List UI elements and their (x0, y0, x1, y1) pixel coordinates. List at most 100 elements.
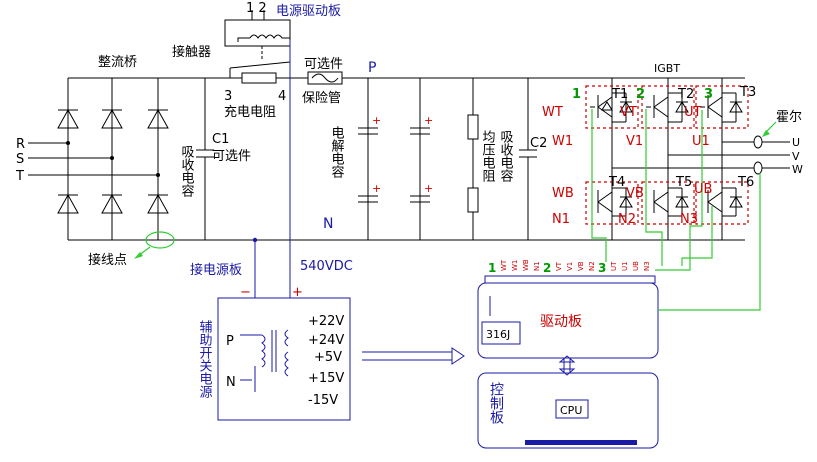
pin4-label: 4 (278, 89, 286, 104)
chip-label: 316J (486, 328, 510, 341)
vt-label: VT (620, 105, 637, 120)
hall-label: 霍尔 (776, 110, 802, 125)
svg-text:+: + (424, 114, 433, 127)
t-label: T (15, 169, 24, 184)
connector-pin-8: VB (577, 261, 585, 271)
wiring-point-label: 接线点 (88, 252, 127, 268)
connector-pin-5: 2 (543, 261, 551, 275)
phase-num-1: 1 (572, 87, 581, 102)
connector-pin-2: W1 (511, 260, 519, 271)
c2-capacitor (519, 78, 537, 240)
aux-supply-label: 辅助开关电源 (197, 320, 213, 398)
charge-resistor-label: 充电电阻 (224, 104, 276, 120)
phase-num-2: 2 (636, 87, 645, 102)
equalizing-resistor-label: 均压电阻 (480, 130, 496, 182)
w1-label: W1 (552, 134, 573, 149)
electrolytic-cap-label: 电解电容 (329, 126, 345, 179)
svg-text:+: + (372, 114, 381, 127)
connector-pin-4: N1 (533, 261, 541, 271)
control-board-box (477, 372, 659, 449)
rectifier-label: 整流桥 (98, 55, 137, 70)
connector-pin-13: UB (632, 261, 640, 271)
aux-transformer (240, 329, 289, 392)
n3-label: N3 (680, 212, 698, 227)
v-label: V (792, 150, 800, 163)
c1-label: C1 (212, 132, 229, 147)
connector-pin-14: N3 (643, 261, 651, 271)
dc540-label: 540VDC (300, 259, 353, 274)
connector-pin-1: WT (500, 259, 508, 271)
board-link (558, 355, 576, 376)
rail-15v: +15V (308, 371, 344, 386)
t3-label: T3 (739, 85, 756, 100)
plus-label: + (292, 285, 303, 300)
wiring-point-arrow-head (134, 252, 143, 259)
connector-pin-9: N2 (588, 261, 596, 271)
chip-316j-box (481, 321, 521, 345)
n1-label: N1 (552, 212, 570, 227)
arrow-aux-to-drive (362, 347, 465, 365)
t4-label: T4 (608, 175, 625, 190)
t6-label: T6 (737, 175, 754, 190)
u1-label: U1 (692, 134, 710, 149)
c1-capacitor (196, 78, 214, 240)
power-drive-board-label: 电源驱动板 (276, 4, 341, 19)
connector-pin-12: U1 (621, 261, 629, 271)
r-label: R (16, 137, 25, 152)
absorb-cap-right-label: 吸收电容 (498, 130, 514, 183)
cpu-box (555, 399, 589, 419)
wb-label: WB (552, 186, 574, 201)
rail-24v: +24V (308, 333, 344, 348)
absorb-cap-left-label: 吸收电容 (179, 145, 195, 198)
t2-label: T2 (677, 87, 694, 102)
rail-22v: +22V (308, 314, 344, 329)
n-bus-label: N (323, 216, 333, 232)
electrolytic-caps: + + + + (358, 78, 433, 240)
rectifier-bridge (28, 78, 169, 240)
c1-optional-label: 可选件 (212, 149, 251, 164)
power-minus-node (252, 237, 258, 243)
svg-text:+: + (424, 182, 433, 195)
connector-pin-11: UT (610, 261, 618, 271)
wiring-point-circle (145, 231, 175, 249)
minus-label: − (240, 285, 251, 300)
pin3-label: 3 (224, 89, 232, 104)
gate-wires (591, 109, 761, 311)
contactor-label: 接触器 (172, 44, 211, 60)
n2-label: N2 (618, 212, 636, 227)
ub-label: UB (694, 182, 712, 197)
n-small-label: N (226, 375, 236, 390)
vb-label: VB (626, 186, 644, 201)
fuse (307, 71, 343, 85)
connect-power-board-label: 接电源板 (190, 262, 242, 278)
u-label: U (792, 136, 800, 149)
igbt-bridge (585, 78, 790, 240)
control-board-label: 控制板 (488, 382, 504, 424)
svg-text:+: + (372, 182, 381, 195)
phase-num-3: 3 (704, 87, 713, 102)
connector-pin-10: 3 (598, 261, 606, 275)
ut-label: UT (684, 105, 702, 120)
igbt-label: IGBT (654, 62, 680, 75)
fuse-label: 保险管 (302, 91, 341, 106)
s-label: S (16, 152, 24, 167)
equalizing-resistors (467, 78, 479, 240)
p-small-label: P (226, 334, 234, 349)
optional-fuse-label: 可选件 (304, 57, 343, 72)
wt-label: WT (542, 105, 563, 120)
cpu-label: CPU (560, 404, 582, 417)
connector-pin-7: V1 (566, 262, 574, 271)
c2-label: C2 (530, 136, 547, 151)
connector-pin-6: VT (555, 261, 563, 271)
relay-pins-label: 1 2 (246, 1, 267, 16)
connector-pin-3: WB (522, 259, 530, 271)
t1-label: T1 (611, 87, 628, 102)
w-label: W (792, 163, 803, 176)
drive-board-label: 驱动板 (540, 314, 582, 330)
aux-supply-box (217, 297, 351, 421)
contactor (224, 10, 300, 84)
p-bus-label: P (368, 60, 376, 76)
rail-neg15v: -15V (308, 393, 338, 408)
